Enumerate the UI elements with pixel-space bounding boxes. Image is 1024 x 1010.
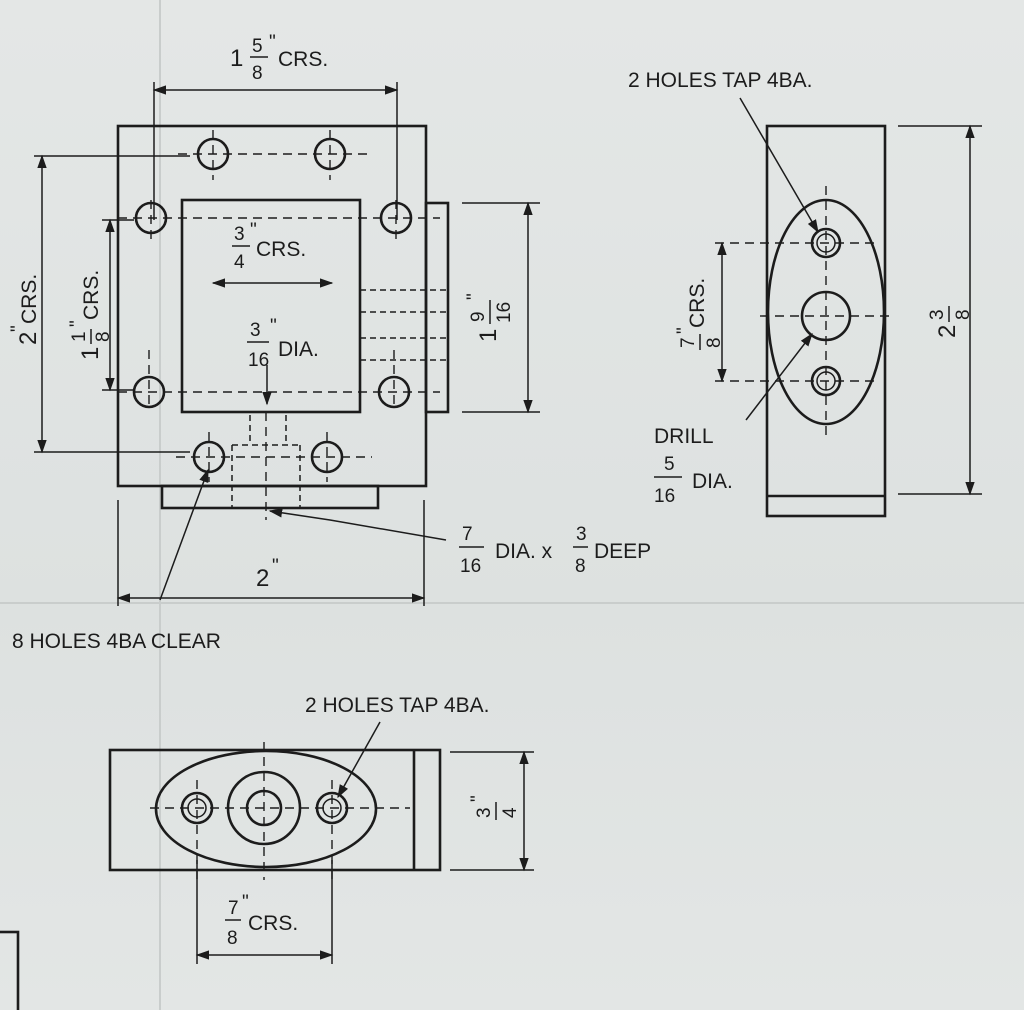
svg-text:CRS.: CRS. bbox=[18, 274, 41, 324]
sheet-badge bbox=[0, 930, 20, 1010]
label-hole-pitch-vertical: 1 1 8 " CRS. bbox=[67, 270, 114, 360]
svg-text:": " bbox=[272, 556, 279, 577]
svg-text:2: 2 bbox=[256, 565, 269, 592]
svg-text:16: 16 bbox=[654, 486, 675, 507]
svg-text:8: 8 bbox=[953, 309, 974, 320]
svg-text:7: 7 bbox=[462, 524, 473, 545]
label-drill-dia: 5 16 DIA. bbox=[654, 454, 733, 507]
svg-text:": " bbox=[250, 220, 257, 241]
front-body-outline bbox=[116, 124, 428, 488]
svg-text:5: 5 bbox=[664, 454, 675, 475]
front-view bbox=[34, 82, 540, 606]
svg-text:": " bbox=[67, 320, 88, 327]
svg-text:1: 1 bbox=[475, 329, 502, 342]
svg-text:DIA.: DIA. bbox=[692, 470, 733, 493]
front-bottom-lug bbox=[160, 484, 380, 510]
svg-text:4: 4 bbox=[500, 807, 521, 818]
svg-text:": " bbox=[270, 316, 277, 337]
svg-text:8: 8 bbox=[704, 337, 725, 348]
svg-text:8: 8 bbox=[227, 928, 238, 949]
svg-text:": " bbox=[269, 32, 276, 53]
label-side-height: 2 3 8 bbox=[927, 306, 974, 338]
svg-text:8: 8 bbox=[575, 556, 586, 577]
side-oval-boss bbox=[766, 198, 886, 426]
label-inner-crs: 3 4 " CRS. bbox=[232, 220, 306, 273]
top-view bbox=[108, 721, 534, 964]
svg-text:": " bbox=[242, 892, 249, 913]
svg-text:CRS.: CRS. bbox=[278, 48, 328, 71]
front-center-window bbox=[180, 198, 362, 414]
label-lug-height: 1 9 16 " bbox=[464, 293, 515, 342]
svg-text:16: 16 bbox=[460, 556, 481, 577]
svg-text:8: 8 bbox=[252, 63, 263, 84]
svg-text:3: 3 bbox=[576, 524, 587, 545]
svg-text:3: 3 bbox=[234, 224, 245, 245]
svg-text:7: 7 bbox=[228, 898, 239, 919]
label-front-top-crs: 1 5 8 " CRS. bbox=[230, 32, 328, 84]
label-window-dia: 3 16 " DIA. bbox=[247, 316, 319, 371]
front-side-lug bbox=[424, 201, 450, 414]
label-overall-width: 2 " bbox=[256, 556, 279, 592]
svg-text:2: 2 bbox=[15, 332, 42, 345]
svg-text:3: 3 bbox=[927, 309, 948, 320]
svg-text:DIA.: DIA. bbox=[278, 338, 319, 361]
svg-text:9: 9 bbox=[468, 311, 489, 322]
svg-text:5: 5 bbox=[252, 36, 263, 57]
svg-text:1: 1 bbox=[77, 347, 104, 360]
svg-text:CRS.: CRS. bbox=[80, 270, 103, 320]
svg-text:1: 1 bbox=[69, 331, 90, 342]
svg-text:3: 3 bbox=[474, 807, 495, 818]
label-drill: DRILL bbox=[654, 425, 714, 448]
svg-text:DIA. x: DIA. x bbox=[495, 540, 553, 563]
svg-text:CRS.: CRS. bbox=[256, 238, 306, 261]
label-top-depth: 3 4 " bbox=[468, 795, 521, 820]
label-overall-height: 2 " CRS. bbox=[8, 274, 42, 345]
svg-text:": " bbox=[8, 325, 29, 332]
svg-text:4: 4 bbox=[234, 252, 245, 273]
svg-text:": " bbox=[464, 293, 485, 300]
svg-text:8: 8 bbox=[93, 331, 114, 342]
svg-text:": " bbox=[468, 795, 489, 802]
svg-text:7: 7 bbox=[678, 337, 699, 348]
svg-text:16: 16 bbox=[494, 302, 515, 323]
label-side-crs: 7 8 " CRS. bbox=[674, 278, 725, 350]
top-oval-boss bbox=[154, 749, 378, 869]
svg-text:": " bbox=[674, 327, 695, 334]
svg-text:CRS.: CRS. bbox=[248, 912, 298, 935]
side-view bbox=[715, 97, 982, 518]
label-top-tap-holes: 2 HOLES TAP 4BA. bbox=[305, 694, 489, 717]
label-clear-holes: 8 HOLES 4BA CLEAR bbox=[12, 630, 221, 653]
label-top-crs: 7 8 " CRS. bbox=[225, 892, 298, 949]
svg-text:CRS.: CRS. bbox=[686, 278, 709, 328]
svg-text:DEEP: DEEP bbox=[594, 540, 651, 563]
svg-text:2: 2 bbox=[934, 325, 961, 338]
label-side-tap-holes: 2 HOLES TAP 4BA. bbox=[628, 69, 812, 92]
svg-text:3: 3 bbox=[250, 320, 261, 341]
svg-text:1: 1 bbox=[230, 45, 243, 72]
svg-text:16: 16 bbox=[248, 350, 269, 371]
label-counterbore: 7 16 DIA. x 3 8 DEEP bbox=[459, 524, 651, 577]
